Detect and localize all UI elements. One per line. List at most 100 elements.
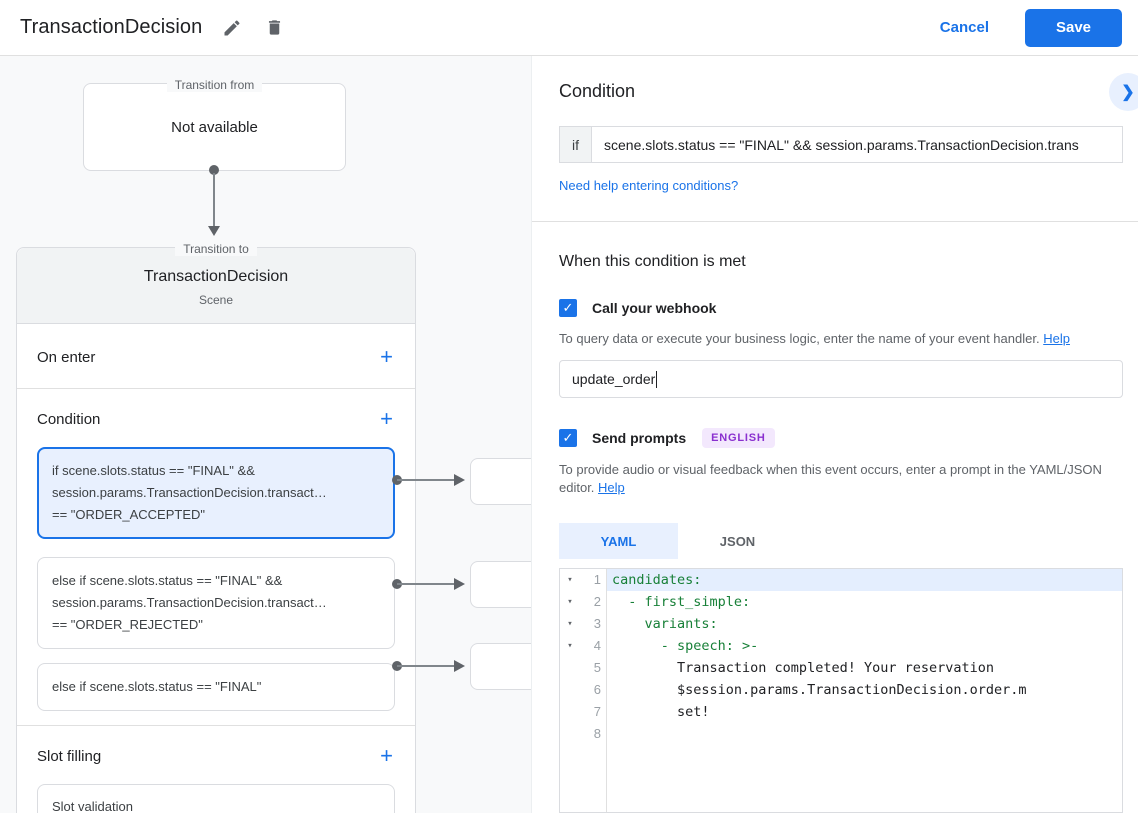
connector-line (397, 479, 454, 481)
line-number (580, 745, 606, 812)
event-handler-value: update_order (572, 371, 656, 387)
code-text: candidates: (606, 569, 1122, 591)
slot-validation-card[interactable]: Slot validation (37, 784, 395, 813)
add-condition-button[interactable]: + (380, 406, 393, 431)
fold-spacer (560, 657, 580, 679)
connector-line (397, 583, 454, 585)
on-enter-section: On enter + (17, 324, 415, 388)
edit-icon[interactable] (220, 16, 244, 40)
line-number: 1 (593, 572, 601, 587)
code-text (606, 745, 1122, 812)
condition-expression-row: if scene.slots.status == "FINAL" && sess… (559, 126, 1123, 163)
line-number: 4 (593, 638, 601, 653)
code-line (560, 745, 1122, 812)
when-condition-met-section: When this condition is met ✓ Call your w… (532, 222, 1138, 813)
fold-spacer (560, 701, 580, 723)
line-number: 6 (593, 682, 601, 697)
transition-from-value: Not available (171, 118, 258, 136)
condition-line: if scene.slots.status == "FINAL" && (52, 463, 255, 478)
language-badge: ENGLISH (702, 428, 775, 448)
code-text: set! (606, 701, 1122, 723)
prompts-checkbox[interactable]: ✓ (559, 429, 577, 447)
arrow-right-icon (454, 578, 465, 590)
condition-label: Condition (37, 410, 101, 428)
slot-filling-label: Slot filling (37, 747, 102, 765)
transition-target-box[interactable] (470, 458, 531, 505)
code-line: ▾ 2 - first_simple: (560, 591, 1122, 613)
webhook-checkbox[interactable]: ✓ (559, 299, 577, 317)
condition-section-header: Condition + (17, 389, 415, 443)
code-text: - speech: >- (606, 635, 1122, 657)
slot-filling-section-header: Slot filling + (17, 726, 415, 780)
arrow-down-icon (208, 226, 220, 236)
code-line: 7 set! (560, 701, 1122, 723)
code-text: $session.params.TransactionDecision.orde… (606, 679, 1122, 701)
transition-target-box[interactable] (470, 643, 531, 690)
yaml-code-editor[interactable]: ▾ 1 candidates: ▾ 2 - first_simple: ▾ 3 … (559, 568, 1123, 813)
section-divider (17, 725, 415, 726)
code-line: ▾ 3 variants: (560, 613, 1122, 635)
condition-heading: Condition (559, 81, 636, 101)
connector-line (397, 665, 454, 667)
code-line: 5 Transaction completed! Your reservatio… (560, 657, 1122, 679)
transition-from-box: Transition from Not available (83, 78, 346, 171)
line-number: 3 (593, 616, 601, 631)
code-text: - first_simple: (606, 591, 1122, 613)
code-text (606, 723, 1122, 745)
condition-card-rejected[interactable]: else if scene.slots.status == "FINAL" &&… (37, 557, 395, 649)
prompts-label: Send prompts (592, 430, 687, 446)
connector-line (213, 173, 215, 227)
code-text: Transaction completed! Your reservation (606, 657, 1122, 679)
arrow-right-icon (454, 474, 465, 486)
condition-card-final[interactable]: else if scene.slots.status == "FINAL" (37, 663, 395, 711)
prompts-help-link[interactable]: Help (598, 480, 625, 495)
condition-line: session.params.TransactionDecision.trans… (52, 595, 327, 610)
condition-card-accepted[interactable]: if scene.slots.status == "FINAL" && sess… (37, 447, 395, 539)
add-slot-button[interactable]: + (380, 743, 393, 768)
condition-line: == "ORDER_REJECTED" (52, 617, 203, 632)
fold-spacer (560, 723, 580, 745)
save-button[interactable]: Save (1025, 8, 1122, 47)
text-cursor (656, 370, 658, 388)
delete-icon[interactable] (262, 16, 286, 40)
check-icon: ✓ (562, 300, 574, 315)
code-line: 8 (560, 723, 1122, 745)
add-on-enter-button[interactable]: + (380, 344, 393, 369)
tab-json[interactable]: JSON (678, 523, 797, 559)
top-bar: TransactionDecision Cancel Save (0, 0, 1138, 56)
transition-target-box[interactable] (470, 561, 531, 608)
fold-caret-icon[interactable]: ▾ (567, 641, 573, 651)
fold-caret-icon[interactable]: ▾ (567, 619, 573, 629)
fold-spacer (560, 679, 580, 701)
fold-spacer (560, 745, 580, 812)
collapse-panel-button[interactable]: ❯ (1109, 73, 1138, 111)
condition-editor-section: Condition ❯ if scene.slots.status == "FI… (532, 56, 1138, 222)
webhook-help-link[interactable]: Help (1043, 331, 1070, 346)
line-number: 5 (593, 660, 601, 675)
line-number: 8 (593, 726, 601, 741)
condition-expression-input[interactable]: scene.slots.status == "FINAL" && session… (591, 126, 1123, 163)
cancel-button[interactable]: Cancel (939, 19, 989, 36)
scene-subtitle: Scene (198, 293, 234, 307)
fold-caret-icon[interactable]: ▾ (567, 575, 573, 585)
prompts-checkbox-row: ✓ Send prompts ENGLISH (559, 428, 1122, 448)
editor-tabs: YAML JSON (559, 523, 1122, 559)
line-number: 7 (593, 704, 601, 719)
line-number: 2 (593, 594, 601, 609)
transition-from-label: Transition from (84, 76, 345, 94)
condition-line: == "ORDER_ACCEPTED" (52, 507, 205, 522)
check-icon: ✓ (562, 430, 574, 445)
code-text: variants: (606, 613, 1122, 635)
fold-caret-icon[interactable]: ▾ (567, 597, 573, 607)
scene-card-header: TransactionDecision Scene (17, 248, 415, 324)
condition-line: else if scene.slots.status == "FINAL" && (52, 573, 283, 588)
webhook-helper-text: To query data or execute your business l… (559, 330, 1111, 348)
conditions-help-link[interactable]: Need help entering conditions? (559, 178, 739, 193)
code-line: 6 $session.params.TransactionDecision.or… (560, 679, 1122, 701)
prompts-helper-text: To provide audio or visual feedback when… (559, 461, 1111, 497)
event-handler-input[interactable]: update_order (559, 360, 1123, 398)
section-divider (17, 388, 415, 389)
code-line: ▾ 4 - speech: >- (560, 635, 1122, 657)
condition-line: session.params.TransactionDecision.trans… (52, 485, 327, 500)
tab-yaml[interactable]: YAML (559, 523, 678, 559)
